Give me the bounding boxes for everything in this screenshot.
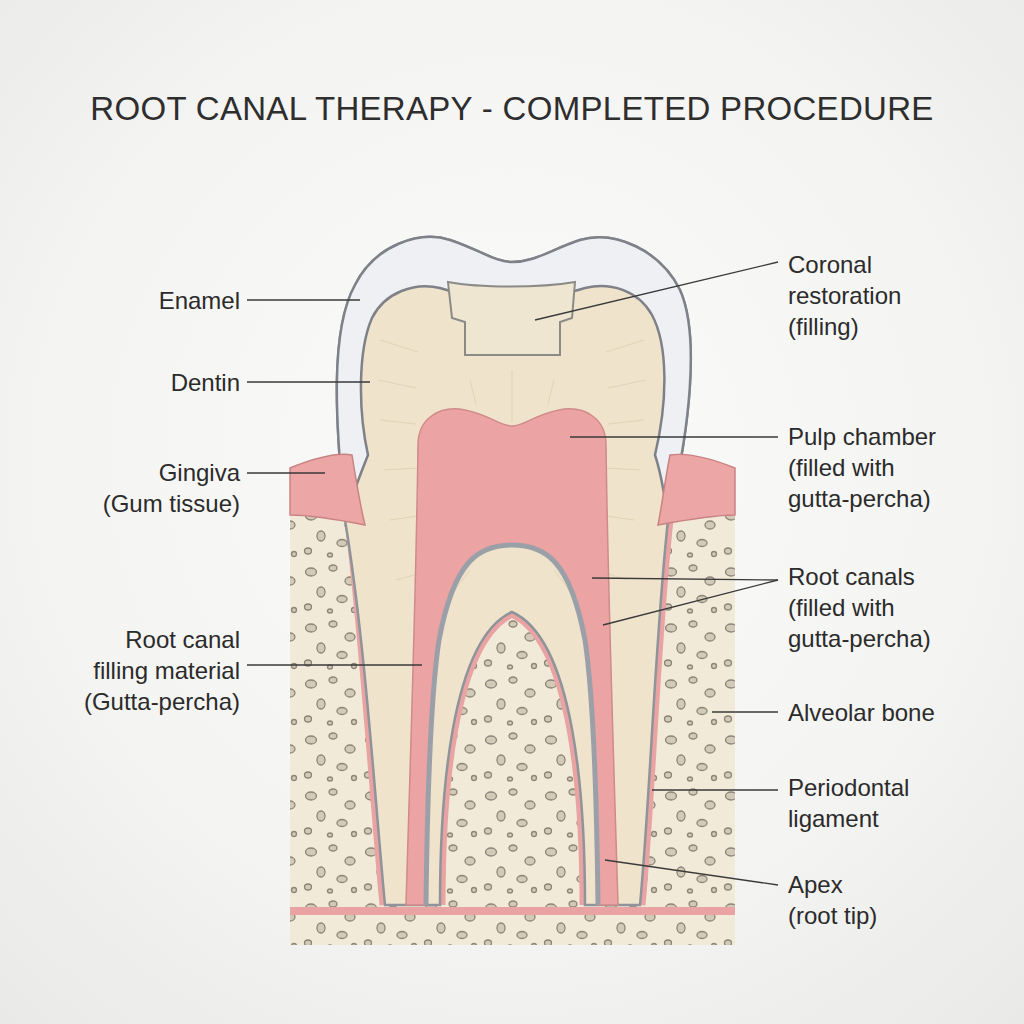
dentin bbox=[337, 237, 691, 905]
leader-lines bbox=[247, 262, 778, 885]
leader-line bbox=[592, 578, 778, 580]
leader-line bbox=[605, 860, 778, 885]
part-label: Root canals (filled with gutta-percha) bbox=[788, 561, 958, 654]
ligament-band bbox=[290, 907, 735, 915]
part-label: Coronal restoration (filling) bbox=[788, 249, 958, 342]
coronal-restoration bbox=[448, 282, 575, 355]
diagram-title: ROOT CANAL THERAPY - COMPLETED PROCEDURE bbox=[0, 90, 1024, 128]
leader-line bbox=[247, 664, 422, 665]
gingiva bbox=[290, 454, 365, 525]
part-label: Root canal filling material (Gutta-perch… bbox=[75, 624, 240, 717]
leader-line bbox=[570, 436, 778, 437]
part-label: Enamel bbox=[159, 285, 240, 316]
leader-line bbox=[247, 299, 360, 300]
leader-line bbox=[712, 711, 778, 712]
part-label: Alveolar bone bbox=[788, 697, 935, 728]
leader-line bbox=[247, 381, 370, 382]
part-label: Pulp chamber (filled with gutta-percha) bbox=[788, 421, 958, 514]
part-label: Periodontal ligament bbox=[788, 772, 948, 834]
part-label: Gingiva (Gum tissue) bbox=[95, 457, 240, 519]
leader-line bbox=[247, 472, 325, 473]
leader-line bbox=[652, 789, 778, 790]
pulp-filling bbox=[406, 409, 618, 905]
part-label: Apex (root tip) bbox=[788, 869, 888, 931]
leader-line bbox=[603, 580, 778, 625]
leader-line bbox=[535, 262, 778, 320]
gingiva bbox=[658, 454, 735, 525]
gutta-percha-lining bbox=[426, 545, 598, 905]
part-label: Dentin bbox=[171, 367, 240, 398]
